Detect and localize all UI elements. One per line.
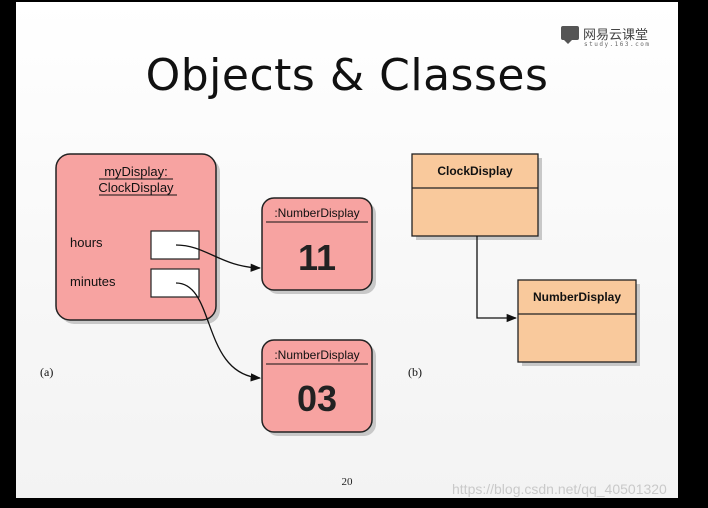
object-type-label: :NumberDisplay [274, 348, 359, 362]
chat-bubble-icon [561, 26, 579, 44]
object-diagram: myDisplay: ClockDisplay hours minutes :N… [40, 153, 376, 436]
reference-arrow-minutes [175, 282, 262, 382]
diagram-label-b: (b) [408, 365, 422, 379]
watermark: https://blog.csdn.net/qq_40501320 [452, 481, 667, 497]
diagram-label-a: (a) [40, 365, 53, 379]
field-label-hours: hours [70, 235, 103, 250]
slide-title: Objects & Classes [145, 50, 549, 101]
class-clock-display [411, 153, 539, 237]
class-name: NumberDisplay [533, 290, 621, 304]
field-label-minutes: minutes [70, 274, 116, 289]
number-display-object-minutes [261, 339, 373, 433]
object-value: 03 [297, 378, 337, 419]
object-value: 11 [298, 237, 336, 278]
logo-name: 网易云课堂 [583, 28, 649, 43]
object-name-line1: myDisplay: [104, 164, 168, 179]
class-diagram: ClockDisplay NumberDisplay (b) [408, 153, 640, 379]
diagram: myDisplay: ClockDisplay hours minutes :N… [40, 153, 640, 436]
class-number-display [517, 279, 637, 363]
field-box-hours [150, 230, 200, 260]
logo-subtitle: study.163.com [584, 41, 651, 48]
page-number: 20 [341, 476, 353, 488]
object-name-line2: ClockDisplay [98, 180, 174, 195]
object-type-label: :NumberDisplay [274, 206, 359, 220]
slide: 网易云课堂 study.163.com Objects & Classes my… [16, 2, 678, 498]
logo: 网易云课堂 study.163.com [561, 24, 671, 52]
class-name: ClockDisplay [437, 164, 513, 178]
number-display-object-hours [261, 197, 373, 291]
reference-arrow-hours [175, 244, 262, 272]
association-arrow [476, 236, 518, 323]
field-box-minutes [150, 268, 200, 298]
